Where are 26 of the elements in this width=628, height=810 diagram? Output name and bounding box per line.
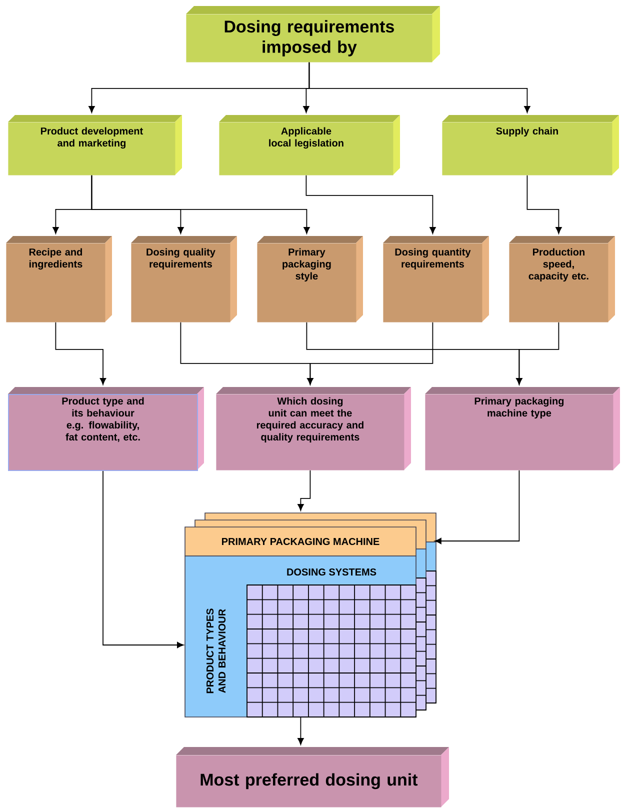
arrow xyxy=(434,470,520,544)
arrow xyxy=(308,62,530,113)
source-box: Applicable local legislation xyxy=(219,115,400,176)
factor-box: Recipe and ingredients xyxy=(6,236,112,322)
arrow xyxy=(526,174,562,234)
criteria-box: Product type and its behaviour e.g. flowability, fat content, etc. xyxy=(8,387,204,471)
criteria-box: Which dosing unit can meet the required accuracy and quality requirements xyxy=(216,387,411,470)
arrow xyxy=(306,174,436,234)
arrow xyxy=(102,470,184,648)
title-box: Dosing requirements imposed by xyxy=(186,6,440,62)
arrow xyxy=(307,322,434,385)
arrow xyxy=(55,322,106,385)
node-label: PRIMARY PACKAGING MACHINE xyxy=(222,538,380,546)
arrow xyxy=(298,716,304,745)
result-box: Most preferred dosing unit xyxy=(176,747,449,808)
arrow xyxy=(91,174,310,234)
source-box: Supply chain xyxy=(442,115,619,176)
factor-box: Primary packaging style xyxy=(257,236,363,322)
arrow xyxy=(298,470,311,511)
criteria-box: Primary packaging machine type xyxy=(425,387,620,470)
factor-box: Production speed, capacity etc. xyxy=(509,236,615,322)
matrix-cards-drawing: PRIMARY PACKAGING MACHINE DOSING SYSTEMS PRODUCT TYPES AND BEHAVIOUR xyxy=(184,512,436,718)
factor-box: Dosing quality requirements xyxy=(131,236,237,322)
source-box: Product development and marketing xyxy=(8,115,182,176)
factor-box: Dosing quantity requirements xyxy=(383,236,489,322)
arrow xyxy=(516,322,560,385)
